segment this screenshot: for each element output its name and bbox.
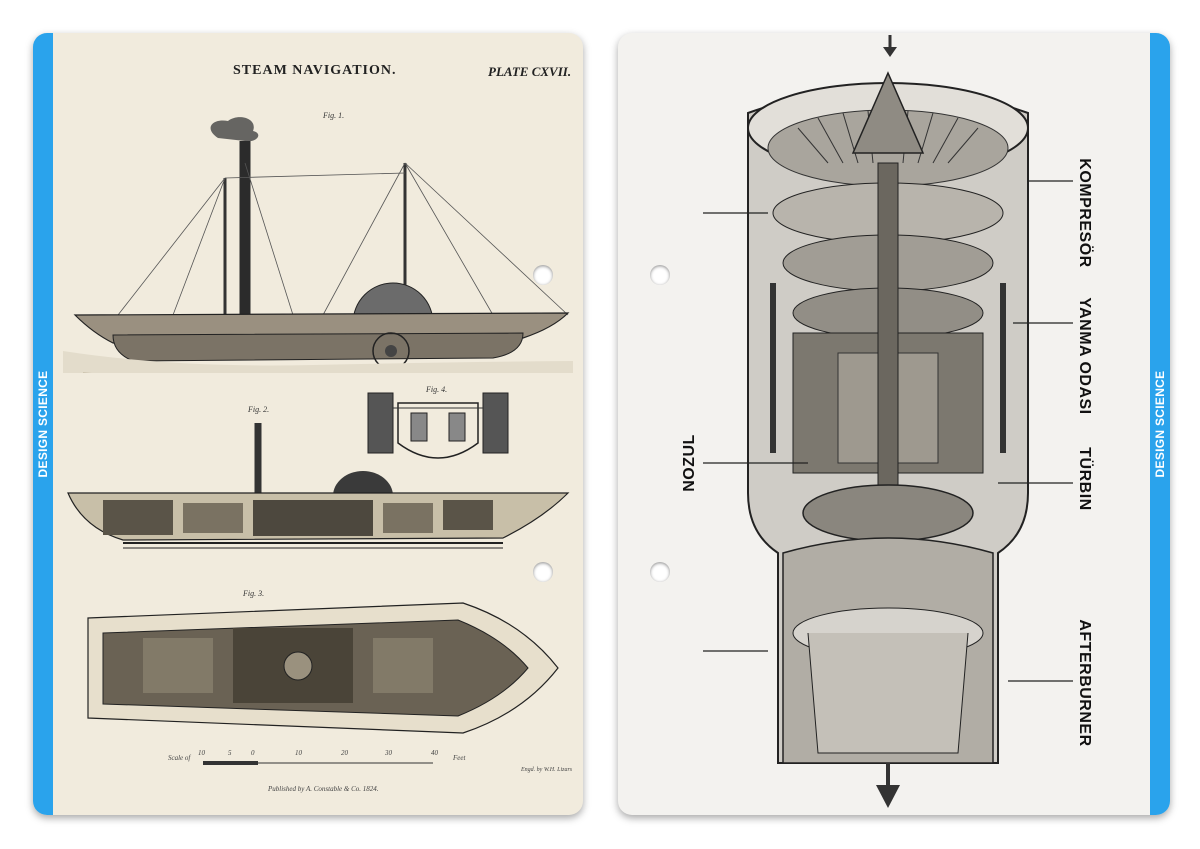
scale-tick: 5 (228, 749, 232, 757)
label-afterburner: AFTERBURNER (1076, 619, 1093, 747)
plate-title: STEAM NAVIGATION. (233, 63, 397, 78)
label-leader-lines (703, 180, 1073, 682)
scale-tick: 30 (385, 749, 392, 757)
deck-plan-illustration (87, 602, 559, 734)
scale-bar (203, 761, 433, 765)
binder-hole (650, 562, 670, 582)
scale-tick: 0 (251, 749, 255, 757)
engraver-credit: Engd. by W.H. Lizars (521, 767, 573, 773)
vintage-plate-card: DESIGN SCIENCE STEAM NAVIGATION. PLATE C… (33, 33, 583, 815)
scale-label: Scale of (168, 754, 191, 762)
scale-tick: 20 (341, 749, 348, 757)
label-nozzle: NOZUL (681, 434, 698, 492)
side-label: DESIGN SCIENCE (36, 370, 50, 478)
steamship-elevation-illustration (63, 117, 573, 373)
fig4-label: Fig. 4. (426, 385, 448, 394)
binder-hole (533, 265, 553, 285)
label-turbine: TÜRBIN (1076, 447, 1093, 511)
jet-engine-illustration (747, 35, 1029, 808)
fig1-label: Fig. 1. (323, 111, 345, 120)
binder-hole (533, 562, 553, 582)
fig3-label: Fig. 3. (243, 589, 265, 598)
label-compressor: KOMPRESÖR (1076, 158, 1093, 268)
ship-section-illustration (67, 423, 570, 549)
scale-tick: 10 (295, 749, 302, 757)
fig2-label: Fig. 2. (248, 405, 270, 414)
publisher-credit: Published by A. Constable & Co. 1824. (268, 785, 379, 793)
scale-unit: Feet (453, 754, 466, 762)
side-strip: DESIGN SCIENCE (33, 33, 53, 815)
side-strip: DESIGN SCIENCE (1150, 33, 1170, 815)
label-combustion-chamber: YANMA ODASI (1076, 297, 1093, 415)
jet-engine-card: DESIGN SCIENCE (618, 33, 1170, 815)
scale-tick: 10 (198, 749, 205, 757)
binder-hole (650, 265, 670, 285)
engine-detail-illustration (367, 392, 509, 459)
plate-number: PLATE CXVII. (488, 64, 572, 79)
scale-tick: 40 (431, 749, 438, 757)
